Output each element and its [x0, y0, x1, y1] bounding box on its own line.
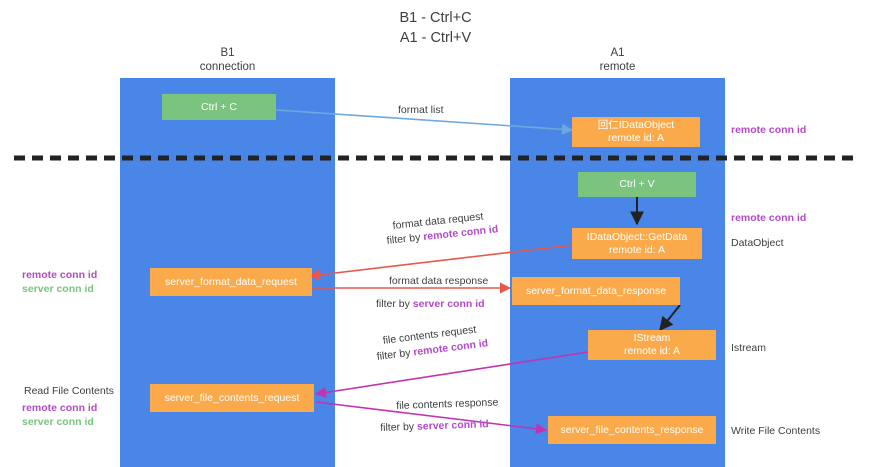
annotation-server-conn-id: server conn id: [22, 283, 94, 295]
filter-prefix: filter by: [376, 346, 415, 363]
node-server-file-contents-response[interactable]: server_file_contents_response: [548, 416, 716, 444]
annotation-left-file-keys: remote conn id server conn id: [22, 401, 97, 429]
node-idataobject-getdata[interactable]: IDataObject::GetData remote id: A: [572, 228, 702, 259]
annotation-right-remote-conn-id-mid: remote conn id: [731, 212, 807, 224]
filter-prefix: filter by: [380, 420, 418, 434]
node-ctrl-c[interactable]: Ctrl + C: [162, 94, 276, 120]
edge-label-format-data-response-filter: filter by server conn id: [376, 297, 485, 312]
node-server-format-data-request[interactable]: server_format_data_request: [150, 268, 312, 296]
edge-label-format-list: format list: [398, 104, 444, 116]
annotation-write-file-contents: Write File Contents: [731, 425, 821, 437]
filter-prefix: filter by: [376, 298, 413, 310]
annotation-server-conn-id: server conn id: [22, 416, 94, 428]
swimlane-header-b1: B1 connection: [199, 47, 256, 73]
diagram-title: B1 - Ctrl+C A1 - Ctrl+V: [399, 10, 472, 46]
node-ctrl-v[interactable]: Ctrl + V: [578, 172, 696, 197]
annotation-dataobject: DataObject: [731, 237, 784, 249]
filter-key-server-conn-id: server conn id: [412, 298, 485, 310]
edge-label-file-contents-response-filter: filter by server conn id: [380, 417, 489, 436]
annotation-remote-conn-id: remote conn id: [22, 269, 98, 281]
annotation-right-remote-conn-id-top: remote conn id: [731, 124, 807, 136]
annotation-left-format-keys: remote conn id server conn id: [22, 268, 97, 296]
node-idataobject[interactable]: 回仁IDataObject remote id: A: [572, 117, 700, 147]
filter-key-server-conn-id: server conn id: [416, 418, 489, 433]
node-server-format-data-response[interactable]: server_format_data_response: [512, 277, 680, 305]
edge-label-file-contents-response: file contents response: [396, 396, 499, 412]
edge-label-format-data-response: format data response: [389, 275, 489, 287]
annotation-read-file-contents: Read File Contents: [24, 385, 114, 397]
annotation-istream: Istream: [731, 342, 767, 354]
node-istream[interactable]: IStream remote id: A: [588, 330, 716, 360]
swimlane-header-a1: A1 remote: [599, 47, 636, 73]
annotation-remote-conn-id: remote conn id: [22, 402, 98, 414]
node-server-file-contents-request[interactable]: server_file_contents_request: [150, 384, 314, 412]
filter-prefix: filter by: [386, 231, 424, 247]
